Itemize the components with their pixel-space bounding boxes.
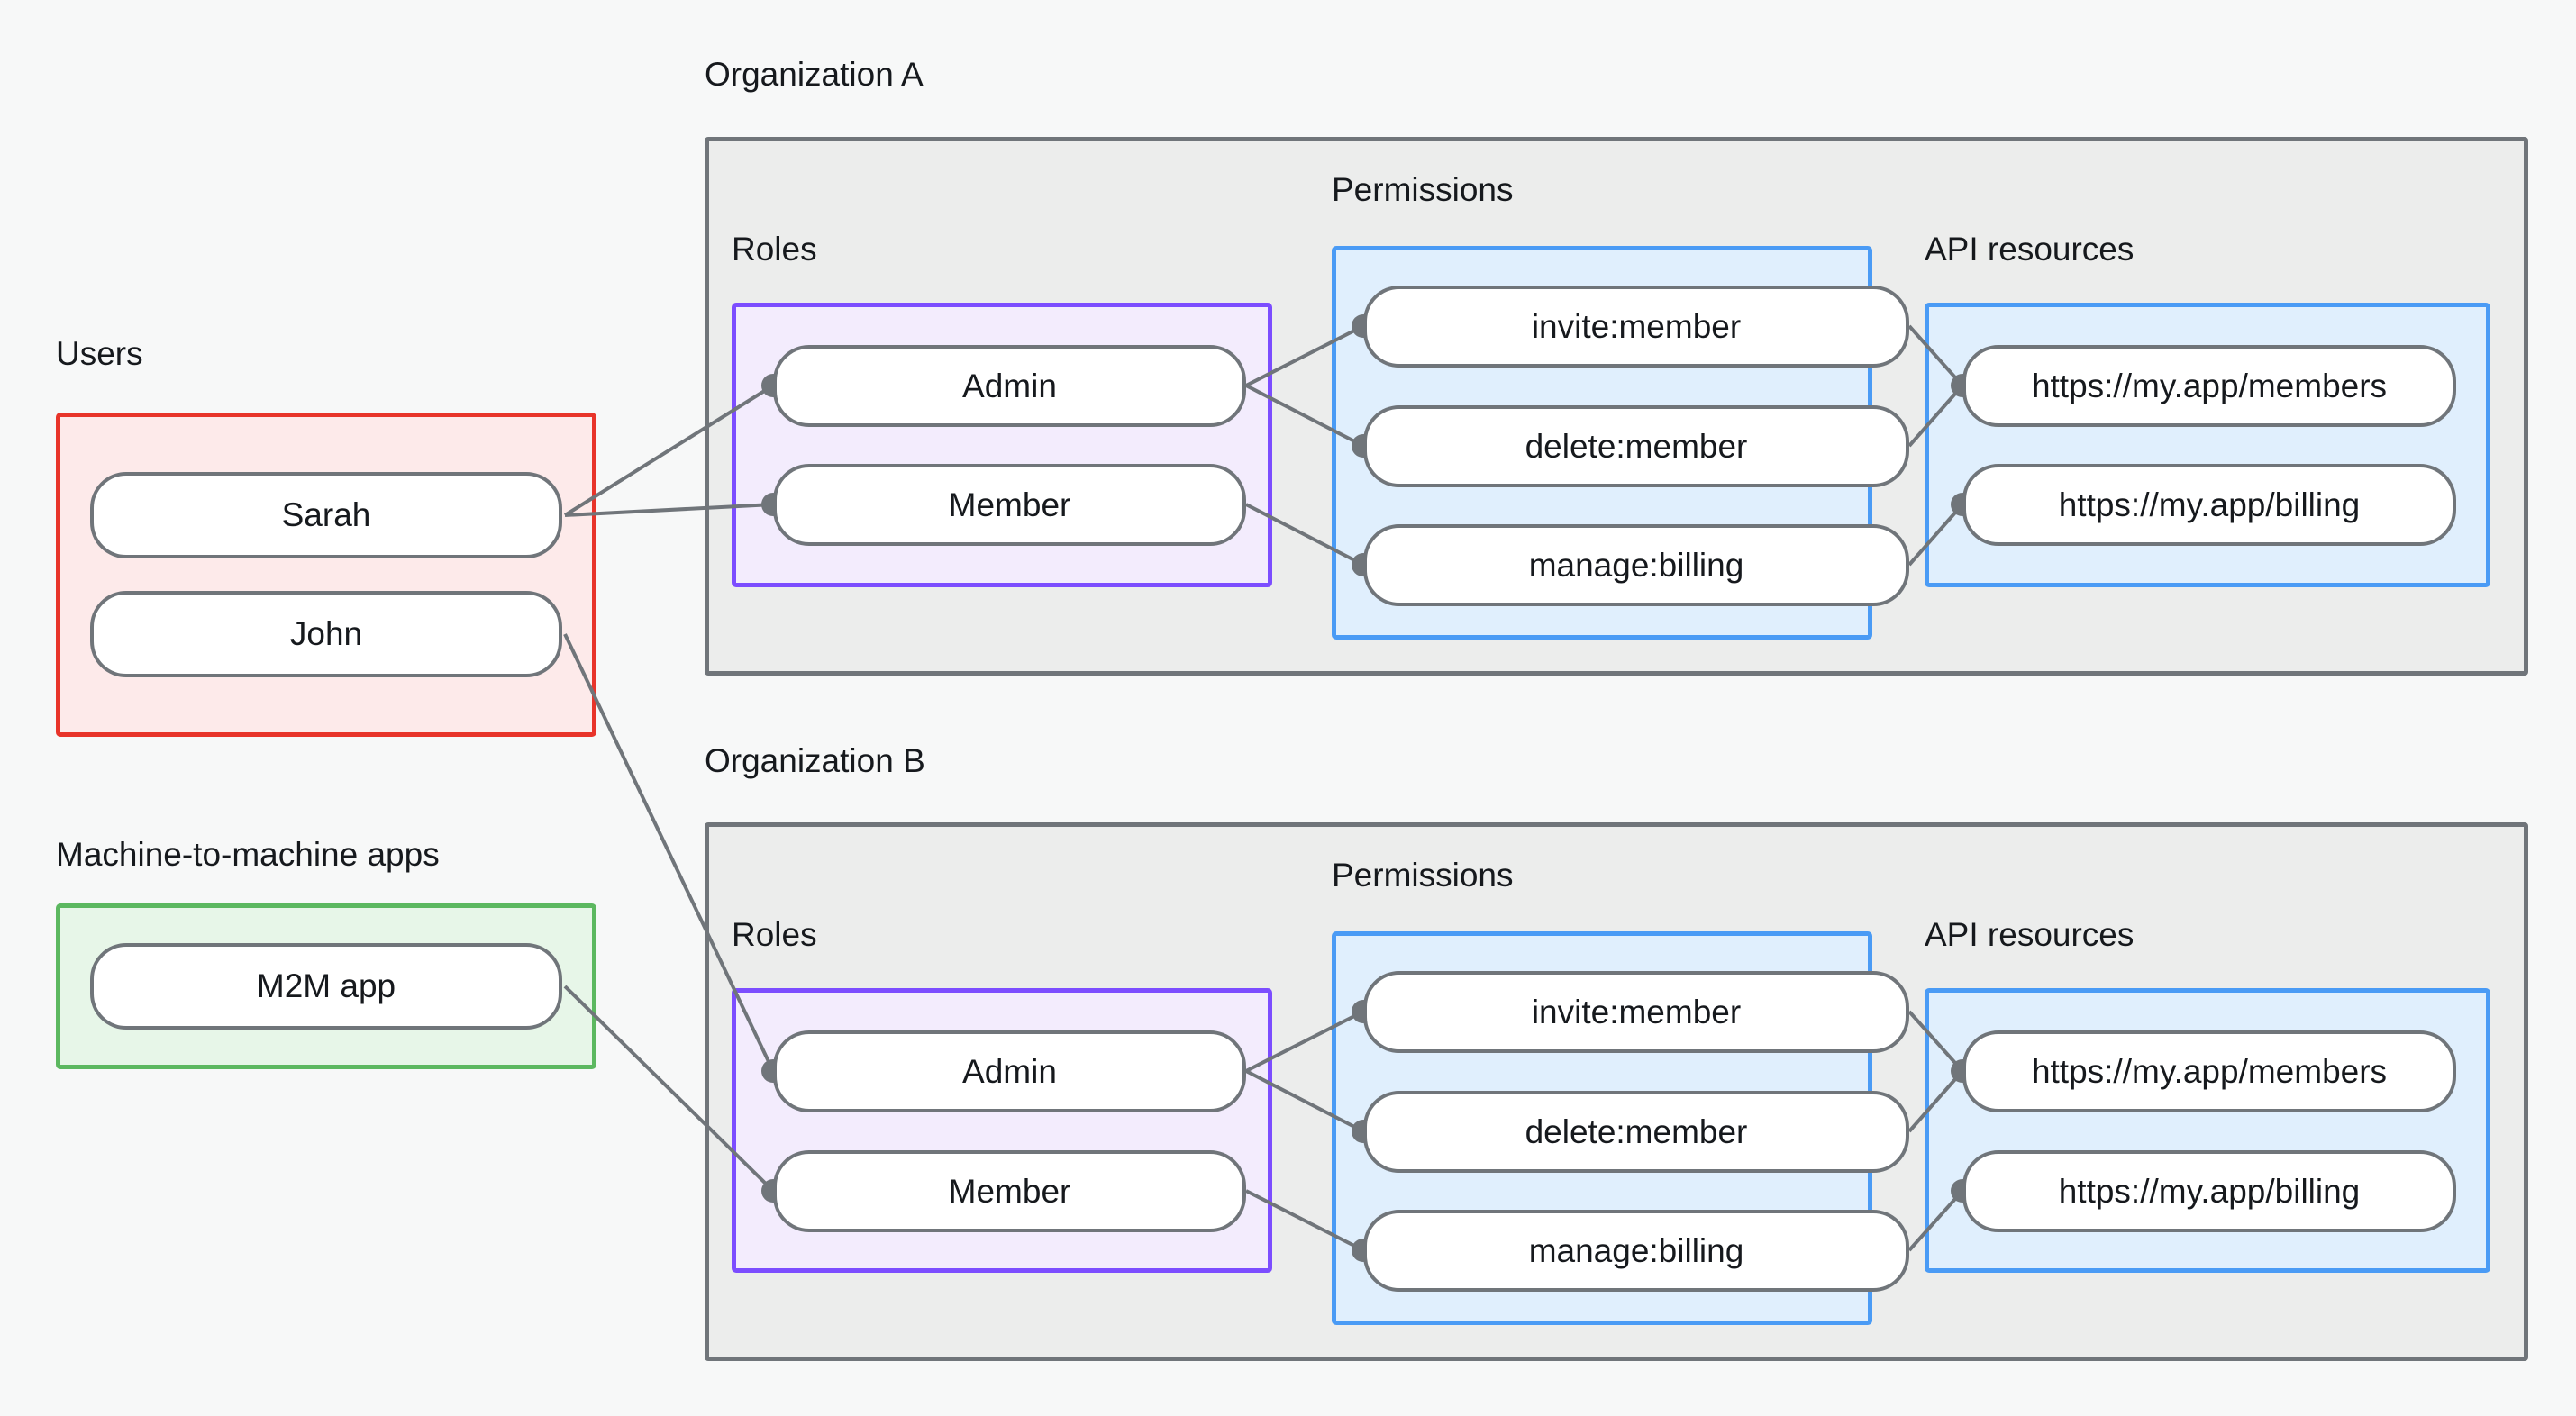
user-node-john[interactable]: John <box>90 591 562 677</box>
organization-a-label: Organization A <box>705 56 924 93</box>
m2m-group-label: Machine-to-machine apps <box>56 836 440 873</box>
user-node-sarah[interactable]: Sarah <box>90 472 562 558</box>
org-a-api-resources-label: API resources <box>1925 231 2135 268</box>
users-group-label: Users <box>56 335 143 372</box>
org-b-api-resource-node-members[interactable]: https://my.app/members <box>1962 1030 2456 1112</box>
org-b-role-node-member[interactable]: Member <box>773 1150 1246 1232</box>
org-b-permissions-label: Permissions <box>1332 857 1514 894</box>
org-a-permission-node-invite-member[interactable]: invite:member <box>1363 286 1909 368</box>
org-a-permission-node-manage-billing[interactable]: manage:billing <box>1363 524 1909 606</box>
org-b-permission-node-invite-member[interactable]: invite:member <box>1363 971 1909 1053</box>
org-a-role-node-member[interactable]: Member <box>773 464 1246 546</box>
org-b-api-resources-label: API resources <box>1925 916 2135 953</box>
m2m-node-app[interactable]: M2M app <box>90 943 562 1030</box>
org-a-api-resource-node-members[interactable]: https://my.app/members <box>1962 345 2456 427</box>
org-b-permission-node-manage-billing[interactable]: manage:billing <box>1363 1210 1909 1292</box>
users-group <box>56 413 596 737</box>
org-a-roles-label: Roles <box>732 231 817 268</box>
organization-b-label: Organization B <box>705 742 925 779</box>
org-a-permissions-label: Permissions <box>1332 171 1514 208</box>
org-b-roles-label: Roles <box>732 916 817 953</box>
org-b-permission-node-delete-member[interactable]: delete:member <box>1363 1091 1909 1173</box>
org-a-permission-node-delete-member[interactable]: delete:member <box>1363 405 1909 487</box>
org-b-api-resource-node-billing[interactable]: https://my.app/billing <box>1962 1150 2456 1232</box>
org-a-api-resource-node-billing[interactable]: https://my.app/billing <box>1962 464 2456 546</box>
org-b-role-node-admin[interactable]: Admin <box>773 1030 1246 1112</box>
org-a-role-node-admin[interactable]: Admin <box>773 345 1246 427</box>
